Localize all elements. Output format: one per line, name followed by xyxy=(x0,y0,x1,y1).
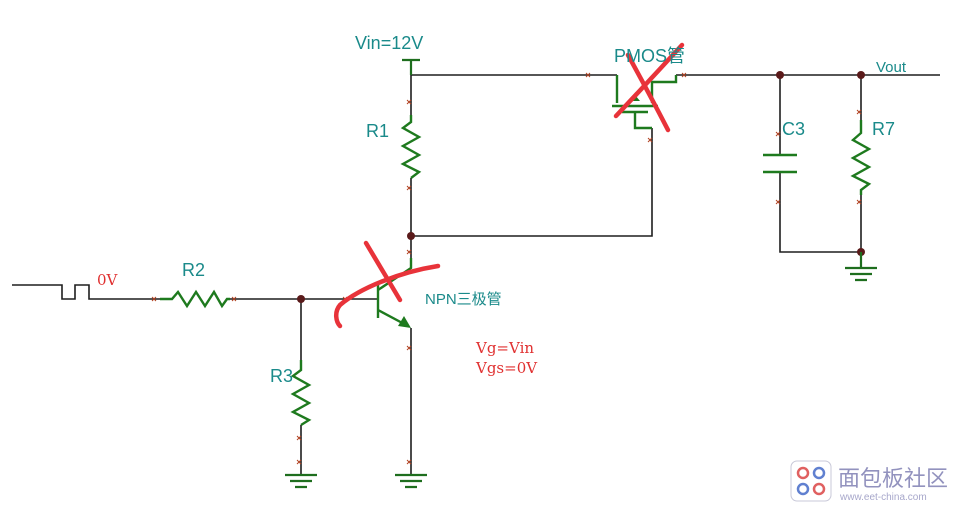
watermark-url: www.eet-china.com xyxy=(839,492,927,503)
input-level-label: 0V xyxy=(97,271,119,289)
npn-label: NPN三极管 xyxy=(425,291,502,308)
r3-label: R3 xyxy=(270,366,293,386)
c3-label: C3 xyxy=(782,119,805,139)
pmos-cross-out-mark xyxy=(613,42,685,133)
vout-label: Vout xyxy=(876,59,907,76)
junction-r7-top xyxy=(857,71,865,79)
resistor-r3 xyxy=(290,360,312,427)
ground-r3 xyxy=(285,473,317,489)
resistor-r2 xyxy=(160,289,230,309)
vin-label: Vin=12V xyxy=(355,33,423,53)
watermark: 面包板社区 www.eet-china.com xyxy=(790,460,948,503)
vin-terminal xyxy=(402,58,420,75)
pin-markers xyxy=(151,72,862,465)
r2-label: R2 xyxy=(182,260,205,280)
junction-c3-top xyxy=(776,71,784,79)
junction-base-node xyxy=(297,295,305,303)
note-vgs: Vgs=0V xyxy=(475,359,538,377)
capacitor-c3 xyxy=(763,153,797,174)
r1-label: R1 xyxy=(366,121,389,141)
note-vg: Vg=Vin xyxy=(475,339,534,357)
ground-right xyxy=(845,252,877,282)
wires xyxy=(12,74,940,475)
resistor-r1 xyxy=(400,115,422,179)
r7-label: R7 xyxy=(872,119,895,139)
junctions xyxy=(297,71,865,303)
resistor-r7 xyxy=(850,120,872,195)
npn-cross-out-mark xyxy=(334,240,441,329)
pmos-label: PMOS管 xyxy=(614,46,685,66)
junction-r1-node xyxy=(407,232,415,240)
pmos-transistor xyxy=(612,75,678,130)
ground-npn xyxy=(395,473,427,489)
watermark-logo-icon xyxy=(790,460,832,502)
watermark-name: 面包板社区 xyxy=(838,466,948,491)
